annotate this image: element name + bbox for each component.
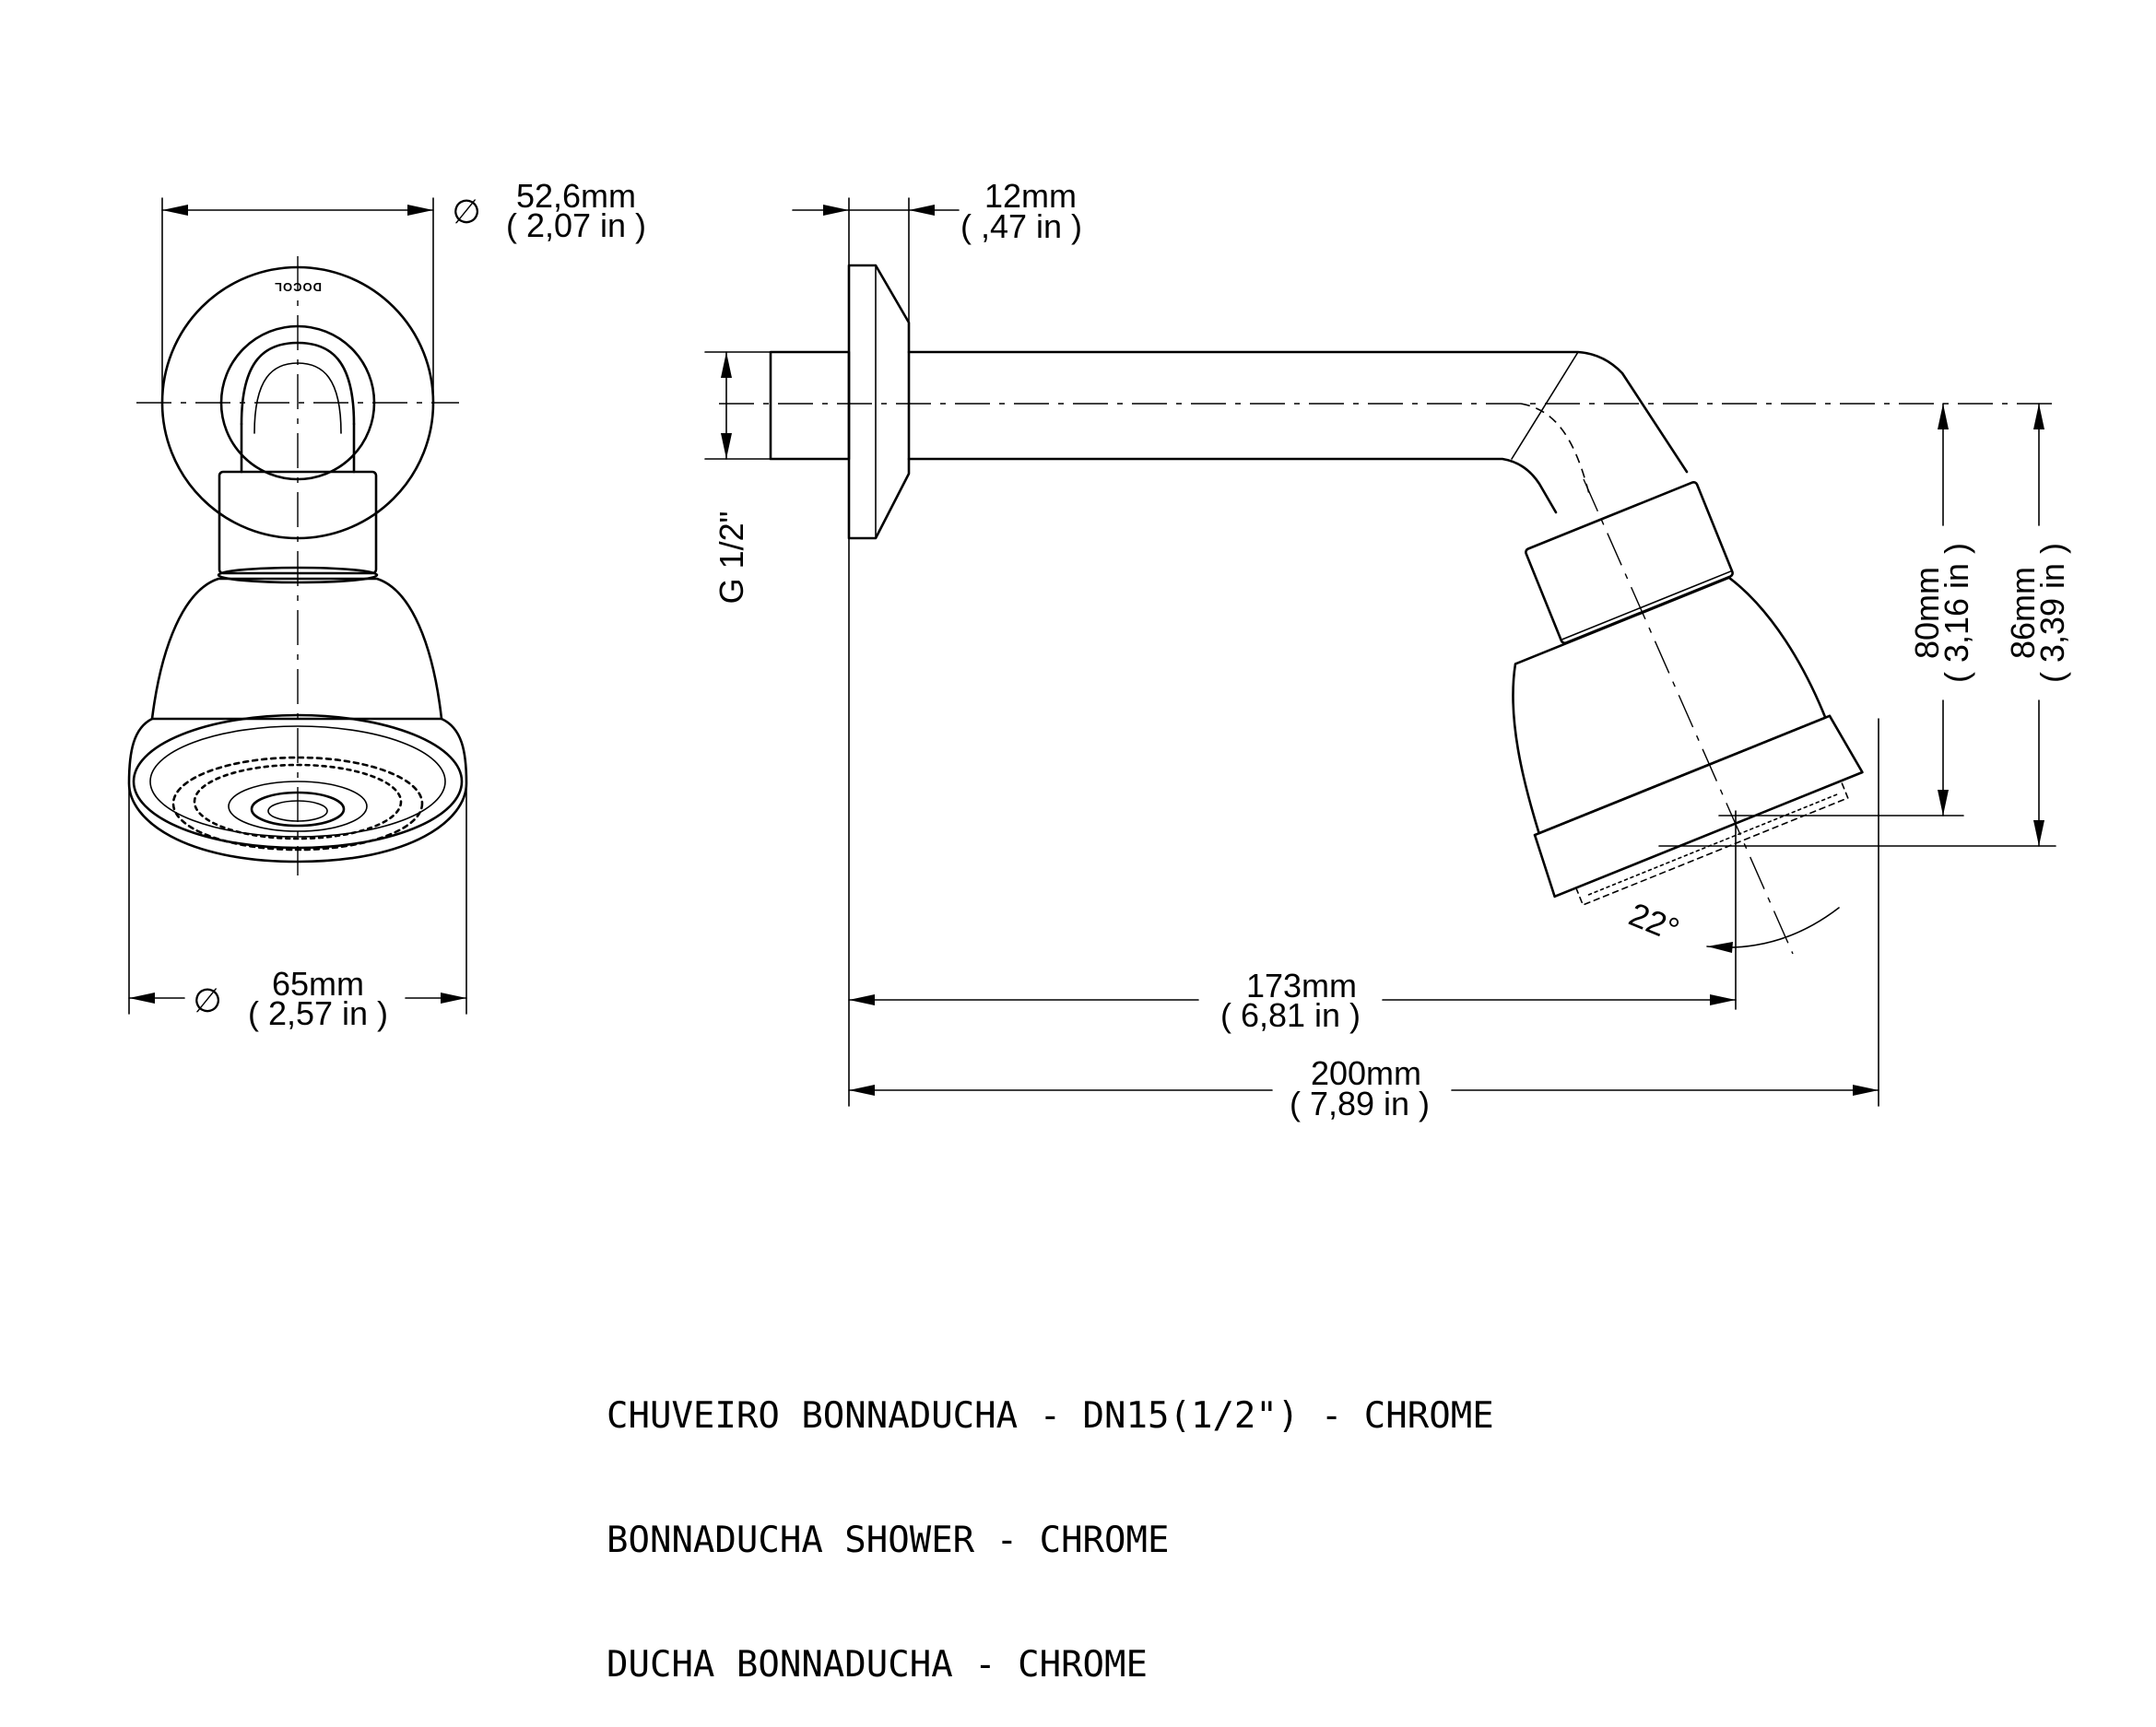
- dim-angle: 22°: [1624, 895, 1685, 948]
- dim-173-mm: 173mm: [1246, 967, 1357, 1004]
- dim-86-in: ( 3,39 in ): [2033, 543, 2071, 683]
- side-head: [1512, 576, 1864, 907]
- side-spray-face: [1575, 780, 1849, 907]
- arrow: [162, 205, 188, 216]
- dim-200-in: ( 7,89 in ): [1290, 1085, 1430, 1122]
- dim-12-mm: 12mm: [984, 177, 1077, 215]
- technical-drawing: DOCOL ∅ 52,6mm ( 2,07 in ): [127, 177, 2071, 1122]
- dim-86-mm: 86mm: [2004, 567, 2042, 659]
- dim-thread: G 1/2": [713, 511, 750, 605]
- dim-80-mm: 80mm: [1908, 567, 1946, 659]
- arrow: [1853, 1085, 1879, 1096]
- product-caption: CHUVEIRO BONNADUCHA - DN15(1/2") - CHROM…: [607, 1312, 1494, 1727]
- dim-80-in: ( 3,16 in ): [1938, 543, 1975, 683]
- front-view: DOCOL ∅ 52,6mm ( 2,07 in ): [127, 177, 646, 1032]
- arrow: [1707, 942, 1733, 953]
- arrow: [823, 205, 849, 216]
- side-arm-top: [907, 350, 1689, 474]
- caption-line-en: BONNADUCHA SHOWER - CHROME: [607, 1520, 1170, 1561]
- dim-arc-angle: [1706, 907, 1840, 948]
- front-spray-ring-3: [193, 763, 403, 840]
- front-head-body: [150, 577, 443, 721]
- arrow: [2033, 404, 2044, 429]
- side-view: 12mm ( ,47 in ) G 1/2" 80mm ( 3,16 in ) …: [704, 177, 2071, 1122]
- arrow: [2033, 820, 2044, 846]
- side-arm-bottom: [907, 457, 1558, 514]
- side-collar: [1525, 480, 1734, 645]
- dim-flange-in: ( 2,07 in ): [506, 206, 646, 244]
- dim-flange-mm: 52,6mm: [516, 177, 636, 215]
- side-flange: [847, 264, 911, 540]
- arrow: [721, 433, 732, 459]
- dim-173-in: ( 6,81 in ): [1220, 996, 1361, 1034]
- arrow: [849, 994, 875, 1005]
- side-face-ring: [1533, 714, 1864, 899]
- diameter-symbol: ∅: [452, 193, 480, 230]
- caption-line-pt: CHUVEIRO BONNADUCHA - DN15(1/2") - CHROM…: [607, 1395, 1494, 1437]
- side-head-axis: [1583, 478, 1794, 955]
- dim-head-mm: 65mm: [272, 965, 364, 1003]
- arrow: [1710, 994, 1736, 1005]
- side-arm-bend-line: [1511, 351, 1579, 460]
- dim-head-in: ( 2,57 in ): [248, 994, 388, 1032]
- arrow: [1938, 404, 1949, 429]
- arrow: [909, 205, 935, 216]
- side-nozzles: [1587, 793, 1838, 896]
- arrow: [129, 993, 155, 1004]
- arrow: [407, 205, 433, 216]
- arrow: [721, 352, 732, 378]
- arrow: [1938, 790, 1949, 816]
- arrow: [441, 993, 466, 1004]
- diameter-symbol: ∅: [193, 981, 221, 1019]
- side-hidden-bend: [1520, 403, 1591, 499]
- side-thread-stub: [769, 350, 851, 461]
- dim-12-in: ( ,47 in ): [960, 207, 1082, 245]
- arrow: [849, 1085, 875, 1096]
- caption-line-es: DUCHA BONNADUCHA - CHROME: [607, 1644, 1148, 1686]
- dim-200-mm: 200mm: [1311, 1054, 1421, 1092]
